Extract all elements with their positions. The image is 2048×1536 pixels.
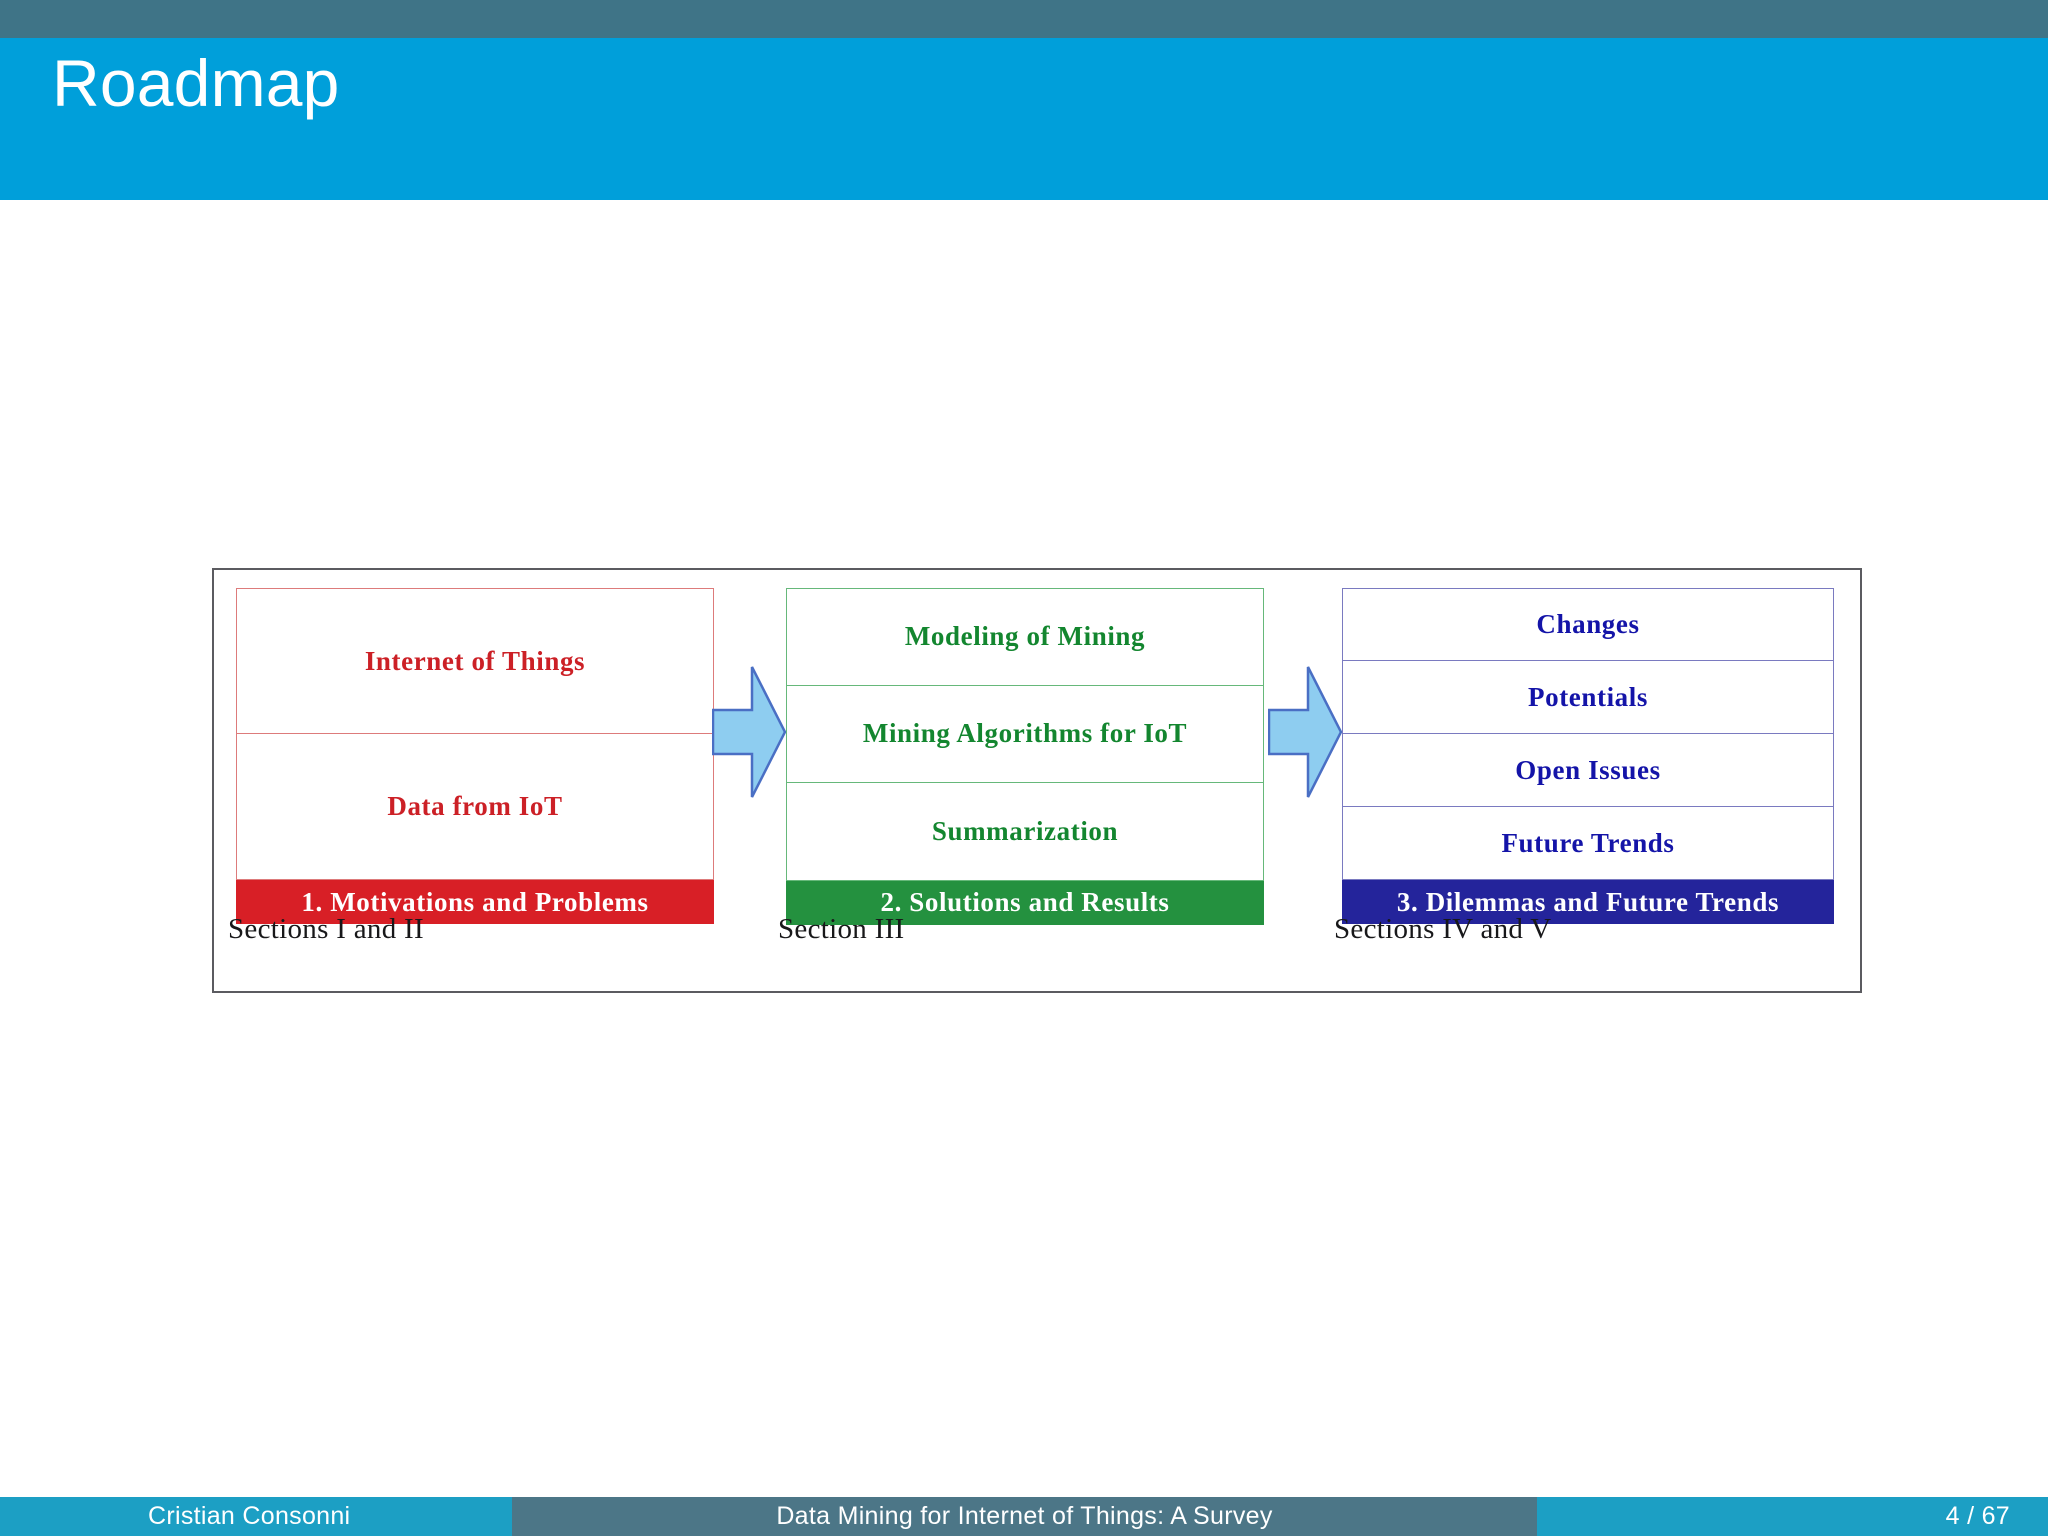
roadmap-column-solutions: Modeling of Mining Mining Algorithms for… [786, 588, 1264, 925]
roadmap-column-dilemmas: Changes Potentials Open Issues Future Tr… [1342, 588, 1834, 924]
roadmap-figure: Internet of Things Data from IoT 1. Moti… [212, 568, 1862, 993]
page-title: Roadmap [52, 46, 340, 120]
arrow-right-icon [1267, 665, 1343, 799]
arrow-right-icon [711, 665, 787, 799]
roadmap-cell-open-issues: Open Issues [1342, 734, 1834, 807]
roadmap-caption-sections-i-ii: Sections I and II [228, 913, 424, 945]
roadmap-caption-section-iii: Section III [778, 913, 905, 945]
roadmap-cell-changes: Changes [1342, 588, 1834, 661]
top-strip [0, 0, 2048, 38]
roadmap-cell-modeling-of-mining: Modeling of Mining [786, 588, 1264, 686]
footer-page-number: 4 / 67 [1537, 1497, 2048, 1536]
slide-footer: Cristian Consonni Data Mining for Intern… [0, 1497, 2048, 1536]
roadmap-cell-data-from-iot: Data from IoT [236, 734, 714, 880]
roadmap-column-motivations: Internet of Things Data from IoT 1. Moti… [236, 588, 714, 924]
roadmap-banner-solutions: 2. Solutions and Results [786, 880, 1264, 925]
roadmap-cell-future-trends: Future Trends [1342, 807, 1834, 880]
roadmap-cell-mining-algorithms-for-iot: Mining Algorithms for IoT [786, 685, 1264, 783]
footer-presentation-title: Data Mining for Internet of Things: A Su… [512, 1497, 1537, 1536]
roadmap-caption-sections-iv-v: Sections IV and V [1334, 913, 1552, 945]
title-band [0, 38, 2048, 200]
roadmap-cell-potentials: Potentials [1342, 661, 1834, 734]
roadmap-banner-dilemmas: 3. Dilemmas and Future Trends [1342, 880, 1834, 924]
footer-author: Cristian Consonni [0, 1497, 512, 1536]
roadmap-banner-motivations: 1. Motivations and Problems [236, 880, 714, 924]
roadmap-cell-internet-of-things: Internet of Things [236, 588, 714, 734]
roadmap-cell-summarization: Summarization [786, 783, 1264, 881]
